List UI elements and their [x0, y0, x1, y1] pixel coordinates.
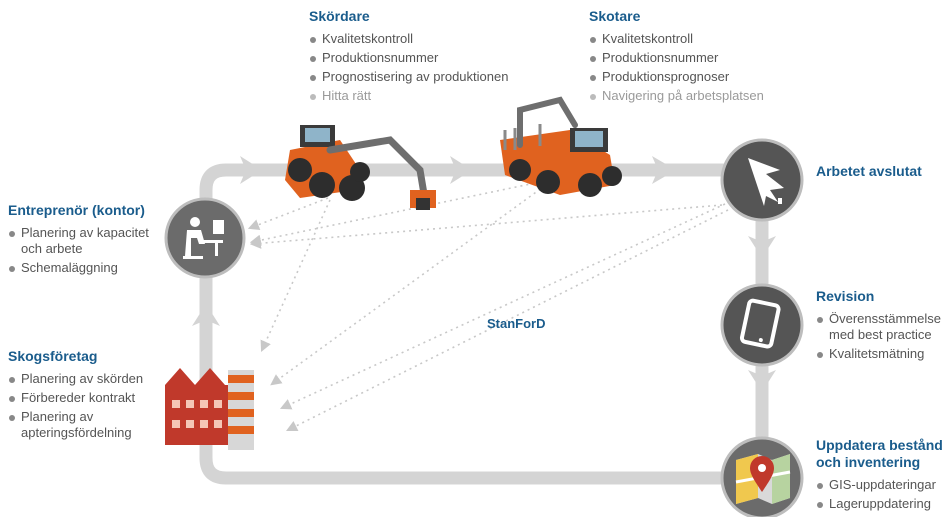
chevron-right-icon: [240, 156, 262, 184]
forest-clearing-icon: [720, 138, 804, 222]
flow-loop: [199, 163, 769, 485]
office-worker-icon: [164, 197, 246, 279]
list-item: Överensstämmelse med best practice: [816, 311, 949, 343]
entreprenor-title: Entreprenör (kontor): [8, 202, 145, 218]
list-item: Produktionsnummer: [589, 50, 819, 66]
uppdatera-block: Uppdatera bestånd och inventering GIS-up…: [816, 437, 949, 515]
skordare-block: Skördare Kvalitetskontroll Produktionsnu…: [309, 8, 539, 107]
forwarder-icon: [500, 96, 622, 197]
list-item: Förbereder kontrakt: [8, 390, 158, 406]
skogsforetag-block: Skogsföretag Planering av skörden Förber…: [8, 348, 158, 444]
tablet-icon: [720, 283, 804, 367]
list-item: Produktionsprognoser: [589, 69, 819, 85]
list-item: Planering av kapacitet och arbete: [8, 225, 156, 257]
skotare-title: Skotare: [589, 8, 641, 24]
list-item: Planering av apteringsfördelning: [8, 409, 158, 441]
list-item: Produktionsnummer: [309, 50, 539, 66]
list-item: Hitta rätt: [309, 88, 539, 104]
entreprenor-list: Planering av kapacitet och arbete Schema…: [8, 225, 156, 276]
list-item: Lageruppdatering: [816, 496, 949, 512]
harvester-icon: [285, 125, 436, 210]
skordare-title: Skördare: [309, 8, 370, 24]
list-item: Schemaläggning: [8, 260, 156, 276]
revision-list: Överensstämmelse med best practice Kvali…: [816, 311, 949, 362]
uppdatera-title: Uppdatera bestånd och inventering: [816, 437, 943, 470]
skordare-list: Kvalitetskontroll Produktionsnummer Prog…: [309, 31, 539, 104]
map-pin-icon: [720, 436, 804, 517]
factory-icon: [165, 368, 254, 450]
skotare-list: Kvalitetskontroll Produktionsnummer Prod…: [589, 31, 819, 104]
list-item: Prognostisering av produktionen: [309, 69, 539, 85]
list-item: Planering av skörden: [8, 371, 158, 387]
revision-block: Revision Överensstämmelse med best pract…: [816, 288, 949, 365]
revision-title: Revision: [816, 288, 875, 304]
flow-chevrons: [192, 156, 776, 392]
skogsforetag-list: Planering av skörden Förbereder kontrakt…: [8, 371, 158, 441]
data-flow-lines: [247, 181, 729, 432]
entreprenor-block: Entreprenör (kontor) Planering av kapaci…: [8, 202, 156, 279]
list-item: GIS-uppdateringar: [816, 477, 949, 493]
chevron-right-icon: [652, 156, 676, 184]
list-item: Kvalitetskontroll: [309, 31, 539, 47]
arbetet-title: Arbetet avslutat: [816, 163, 922, 179]
skogsforetag-title: Skogsföretag: [8, 348, 98, 364]
list-item: Kvalitetskontroll: [589, 31, 819, 47]
chevron-up-icon: [192, 304, 220, 326]
arbetet-block: Arbetet avslutat: [816, 163, 946, 186]
chevron-right-icon: [450, 156, 472, 184]
list-item: Kvalitetsmätning: [816, 346, 949, 362]
stanford-label: StanForD: [487, 316, 546, 331]
uppdatera-list: GIS-uppdateringar Lageruppdatering: [816, 477, 949, 512]
chevron-down-icon: [748, 370, 776, 392]
chevron-down-icon: [748, 236, 776, 258]
skotare-block: Skotare Kvalitetskontroll Produktionsnum…: [589, 8, 819, 107]
list-item: Navigering på arbetsplatsen: [589, 88, 819, 104]
